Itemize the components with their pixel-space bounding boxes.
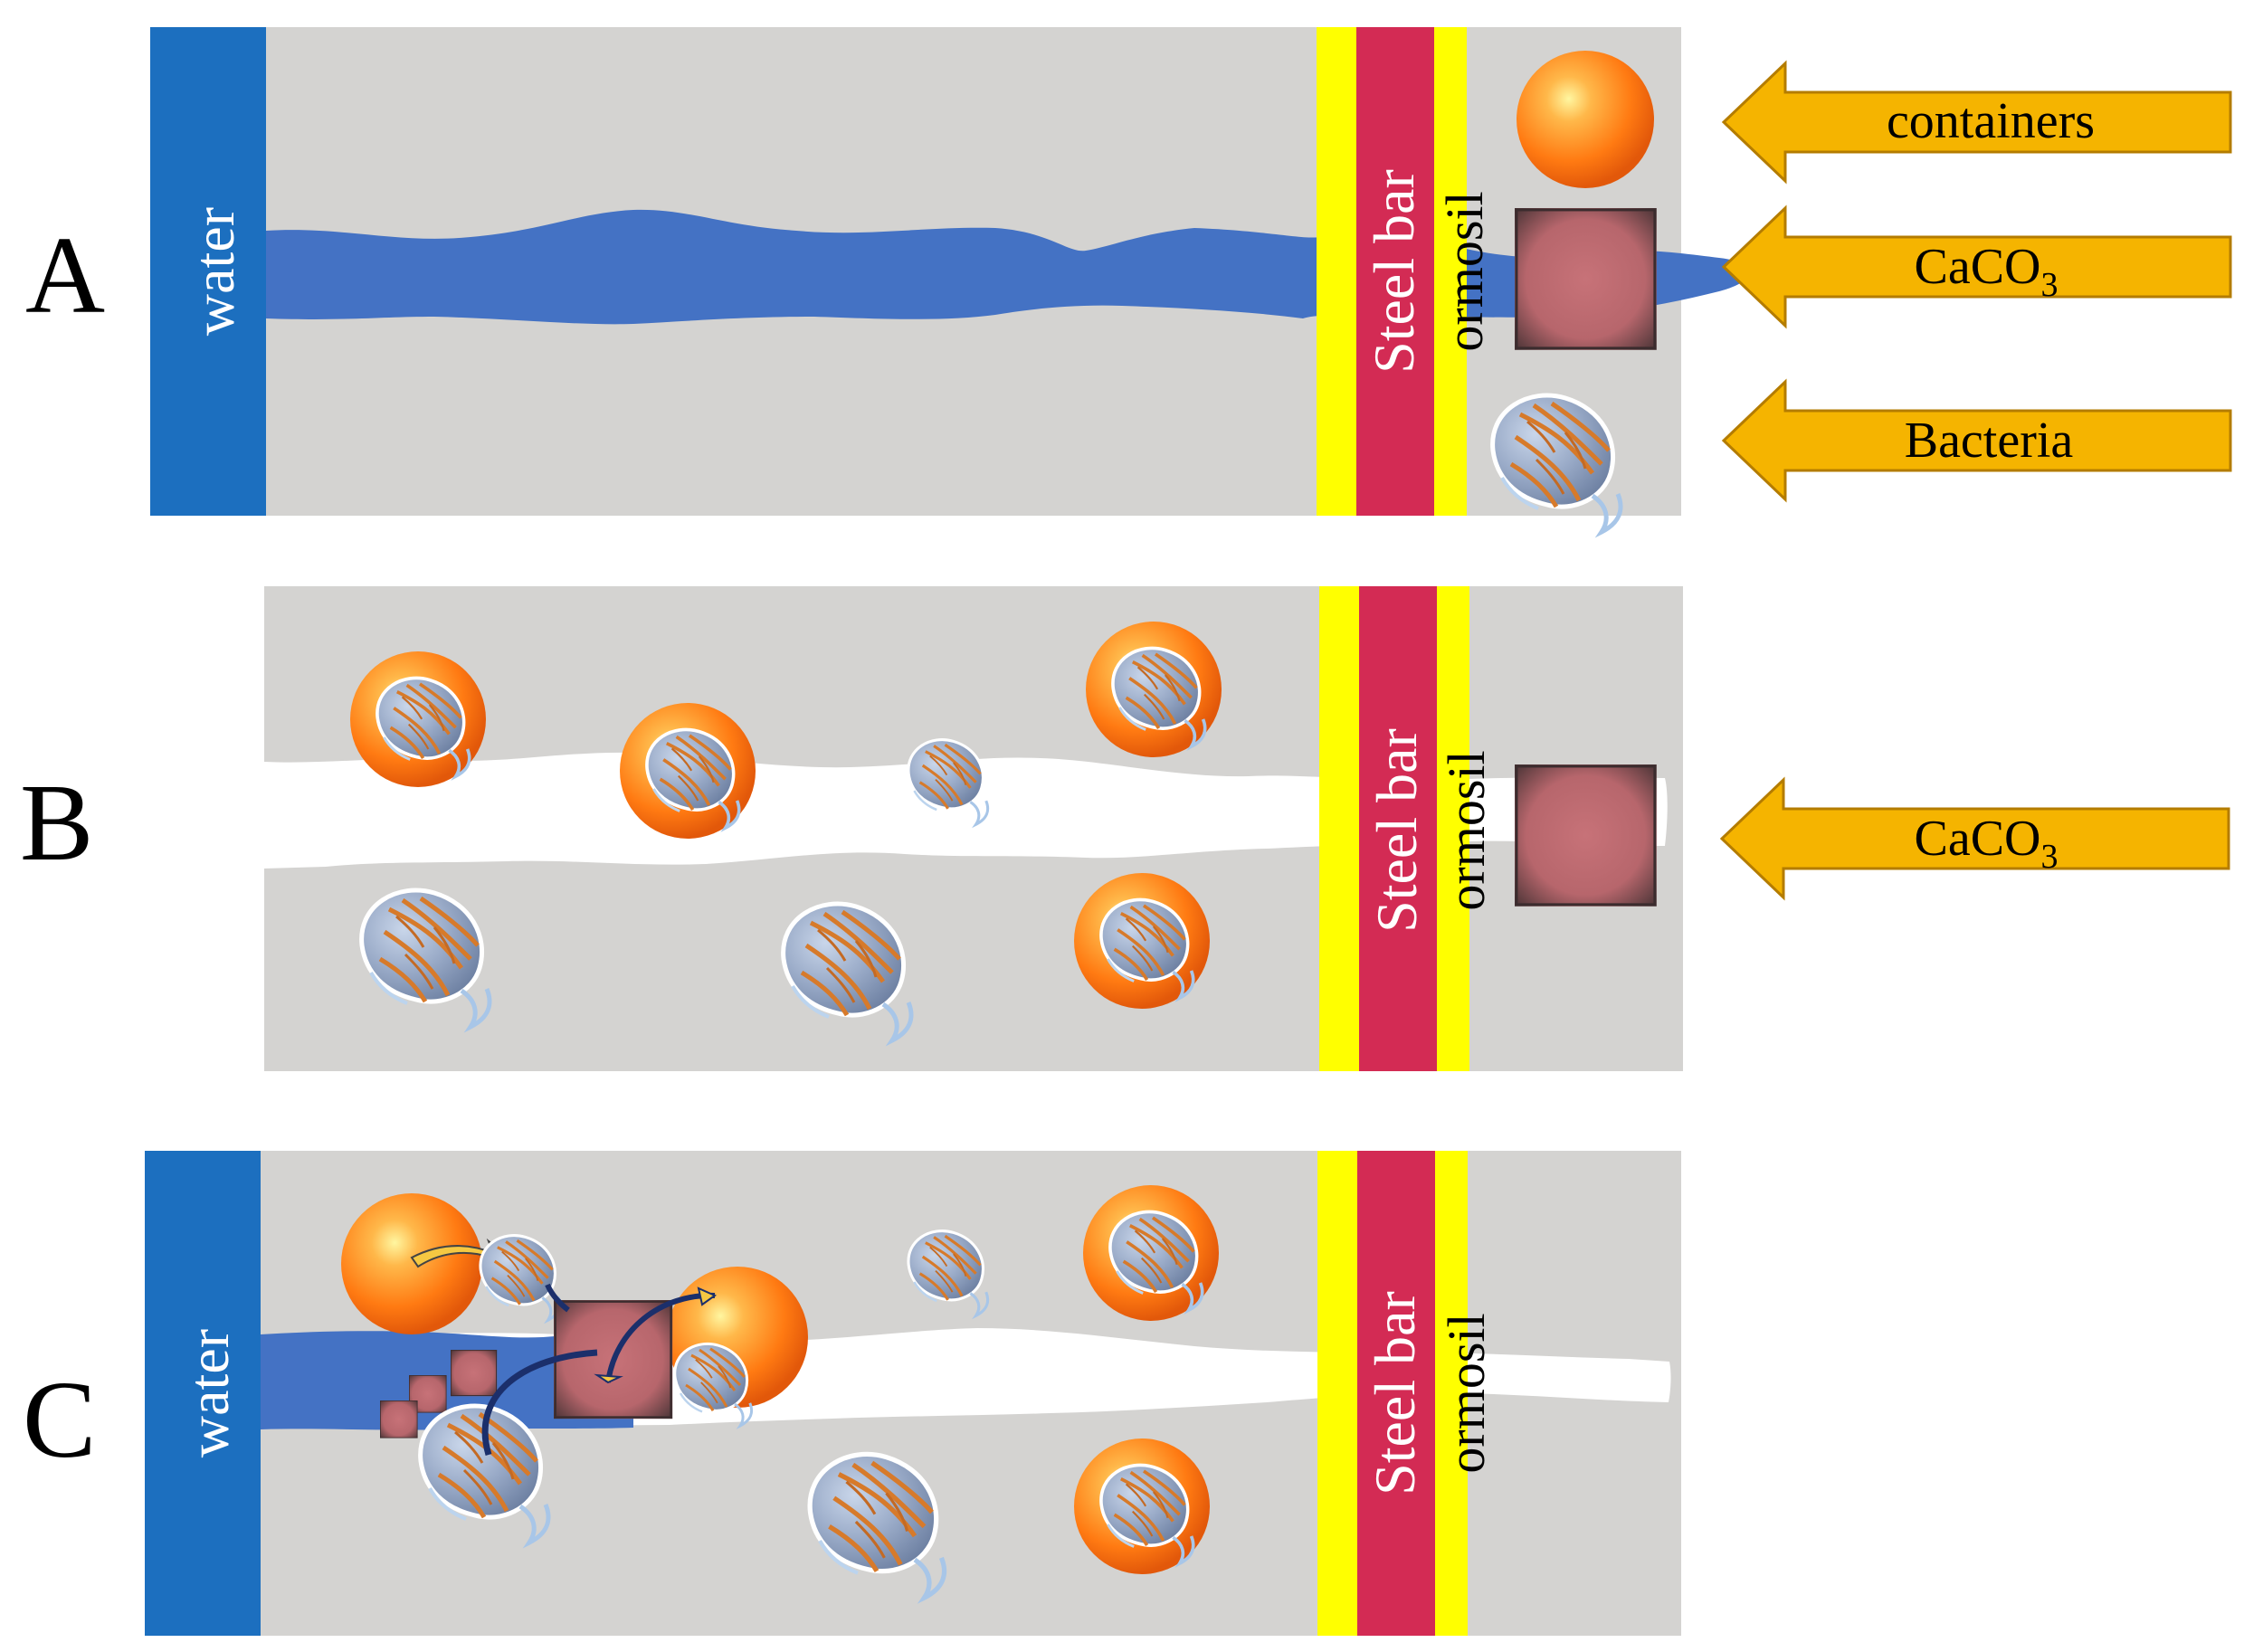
loaded-container bbox=[1086, 622, 1222, 757]
loaded-container bbox=[1074, 873, 1210, 1009]
panel-c-letter: C bbox=[23, 1359, 96, 1481]
ormosil-left-b bbox=[1319, 586, 1359, 1071]
legend-containers-label: containers bbox=[1887, 93, 2095, 149]
caco3-precipitate bbox=[450, 1349, 498, 1397]
reaction-arrow-icon bbox=[545, 1283, 570, 1313]
panel-a: A water Steel bar ormosil containers CaC… bbox=[25, 27, 2232, 532]
legend-caco3-label-b: CaCO3 bbox=[1915, 811, 2059, 876]
panel-b: B Steel bar ormosil CaCO3 bbox=[20, 586, 2230, 1071]
loaded-container bbox=[350, 651, 486, 787]
steel-bar-label-b: Steel bar bbox=[1364, 728, 1429, 933]
reaction-arrow-icon bbox=[481, 1349, 598, 1456]
legend-caco3-label: CaCO3 bbox=[1915, 239, 2059, 304]
crack-empty-b bbox=[264, 752, 1668, 869]
ormosil-left-a bbox=[1317, 27, 1356, 516]
steel-bar-b bbox=[1359, 586, 1437, 1071]
water-reservoir-a bbox=[150, 27, 266, 516]
reaction-arrow-icon bbox=[605, 1292, 716, 1383]
arrow-head-icon bbox=[697, 1286, 718, 1306]
caco3-crystal-icon bbox=[1513, 206, 1659, 352]
ormosil-right-c bbox=[1435, 1151, 1468, 1636]
water-label-a: water bbox=[182, 207, 246, 336]
loaded-container bbox=[1083, 1185, 1219, 1321]
caco3-crystal-icon bbox=[1513, 763, 1659, 908]
loaded-container bbox=[1074, 1438, 1210, 1574]
ormosil-label-c: ormosil bbox=[1437, 1313, 1496, 1473]
steel-bar-a bbox=[1356, 27, 1434, 516]
steel-bar-label-c: Steel bar bbox=[1363, 1291, 1427, 1495]
panel-c: C water Steel bar ormosil bbox=[23, 1151, 1681, 1636]
water-label-c: water bbox=[176, 1329, 241, 1457]
broken-container bbox=[341, 1193, 482, 1334]
ormosil-right-b bbox=[1437, 586, 1469, 1071]
crack-water-c bbox=[261, 1331, 633, 1430]
ormosil-left-c bbox=[1317, 1151, 1357, 1636]
container-sphere-icon bbox=[1517, 51, 1654, 188]
arrow-head-icon bbox=[594, 1373, 623, 1384]
panel-b-letter: B bbox=[20, 762, 93, 884]
legend-bacteria-label: Bacteria bbox=[1905, 413, 2074, 469]
ormosil-right-a bbox=[1434, 27, 1467, 516]
ormosil-label-a: ormosil bbox=[1435, 191, 1494, 351]
ormosil-label-b: ormosil bbox=[1437, 750, 1496, 910]
steel-bar-label-a: Steel bar bbox=[1362, 169, 1426, 374]
loaded-container bbox=[620, 703, 756, 839]
caco3-precipitate bbox=[379, 1400, 418, 1438]
steel-bar-c bbox=[1357, 1151, 1435, 1636]
water-reservoir-c bbox=[145, 1151, 261, 1636]
panel-a-letter: A bbox=[25, 214, 105, 337]
